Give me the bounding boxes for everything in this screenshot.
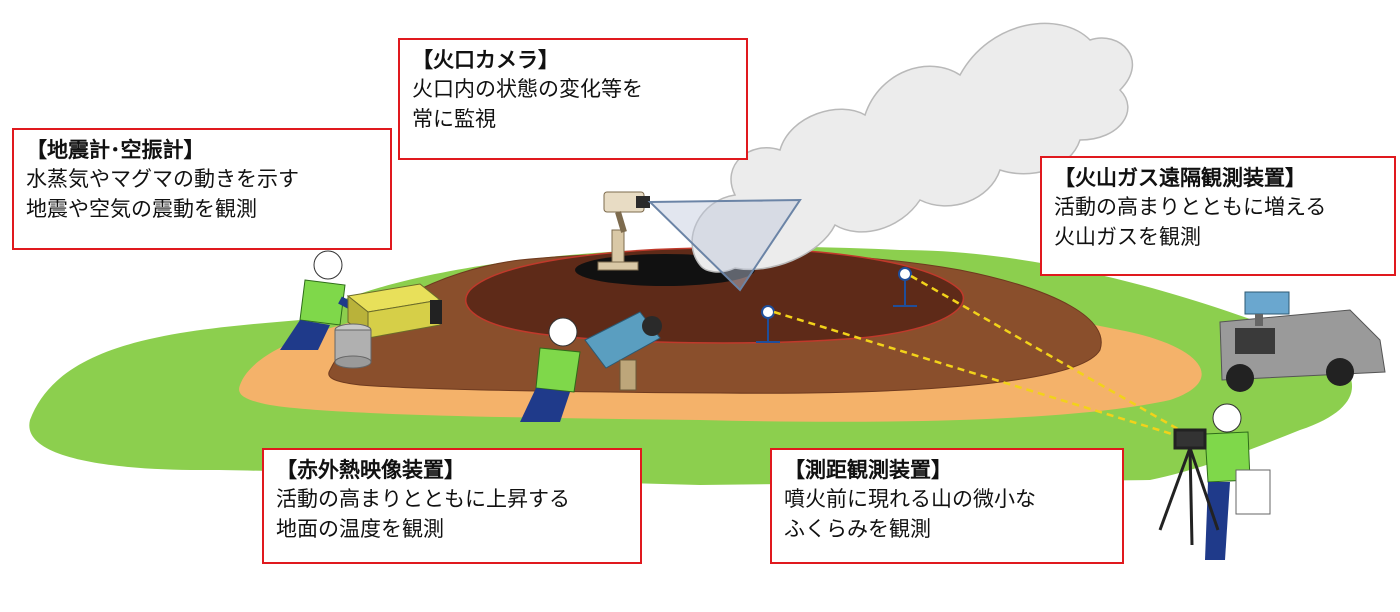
callout-line: 水蒸気やマグマの動きを示す	[26, 167, 299, 191]
callout-gas-remote: 【火山ガス遠隔観測装置】 活動の高まりとともに増える 火山ガスを観測	[1040, 156, 1396, 276]
callout-title: 【測距観測装置】	[784, 458, 952, 482]
callout-title: 【地震計･空振計】	[26, 138, 205, 162]
callout-line: 活動の高まりとともに増える	[1054, 195, 1327, 219]
callout-title: 【火山ガス遠隔観測装置】	[1054, 166, 1306, 190]
callout-line: 噴火前に現れる山の微小な	[784, 487, 1036, 511]
callout-line: 活動の高まりとともに上昇する	[276, 487, 570, 511]
callout-title: 【赤外熱映像装置】	[276, 458, 465, 482]
distance-meter-tripod-icon	[1158, 428, 1220, 546]
gas-observation-vehicle-icon	[1219, 291, 1386, 392]
gas-cylinder-icon	[334, 323, 372, 369]
callout-line: 地面の温度を観測	[276, 517, 444, 541]
callout-line: 地震や空気の震動を観測	[26, 197, 257, 221]
thermal-camera-icon	[584, 311, 662, 391]
distance-laser-line-2	[910, 274, 1191, 438]
callout-title: 【火口カメラ】	[412, 48, 559, 72]
callout-distance-measurement: 【測距観測装置】 噴火前に現れる山の微小な ふくらみを観測	[770, 448, 1124, 564]
crater-camera-icon	[597, 191, 650, 271]
callout-seismometer: 【地震計･空振計】 水蒸気やマグマの動きを示す 地震や空気の震動を観測	[12, 128, 392, 250]
callout-line: ふくらみを観測	[784, 517, 931, 541]
callout-thermal-imaging: 【赤外熱映像装置】 活動の高まりとともに上昇する 地面の温度を観測	[262, 448, 642, 564]
callout-line: 火山ガスを観測	[1054, 225, 1201, 249]
worker-distance-icon	[1204, 403, 1271, 560]
worker-seismometer-icon	[280, 250, 357, 350]
worker-thermal-icon	[520, 317, 581, 422]
volcanic-plume	[691, 22, 1134, 273]
reflector-target-2-icon	[893, 267, 917, 307]
callout-line: 火口内の状態の変化等を	[412, 77, 643, 101]
callout-line: 常に監視	[412, 107, 496, 131]
camera-view-cone	[647, 198, 802, 292]
callout-crater-camera: 【火口カメラ】 火口内の状態の変化等を 常に監視	[398, 38, 748, 160]
